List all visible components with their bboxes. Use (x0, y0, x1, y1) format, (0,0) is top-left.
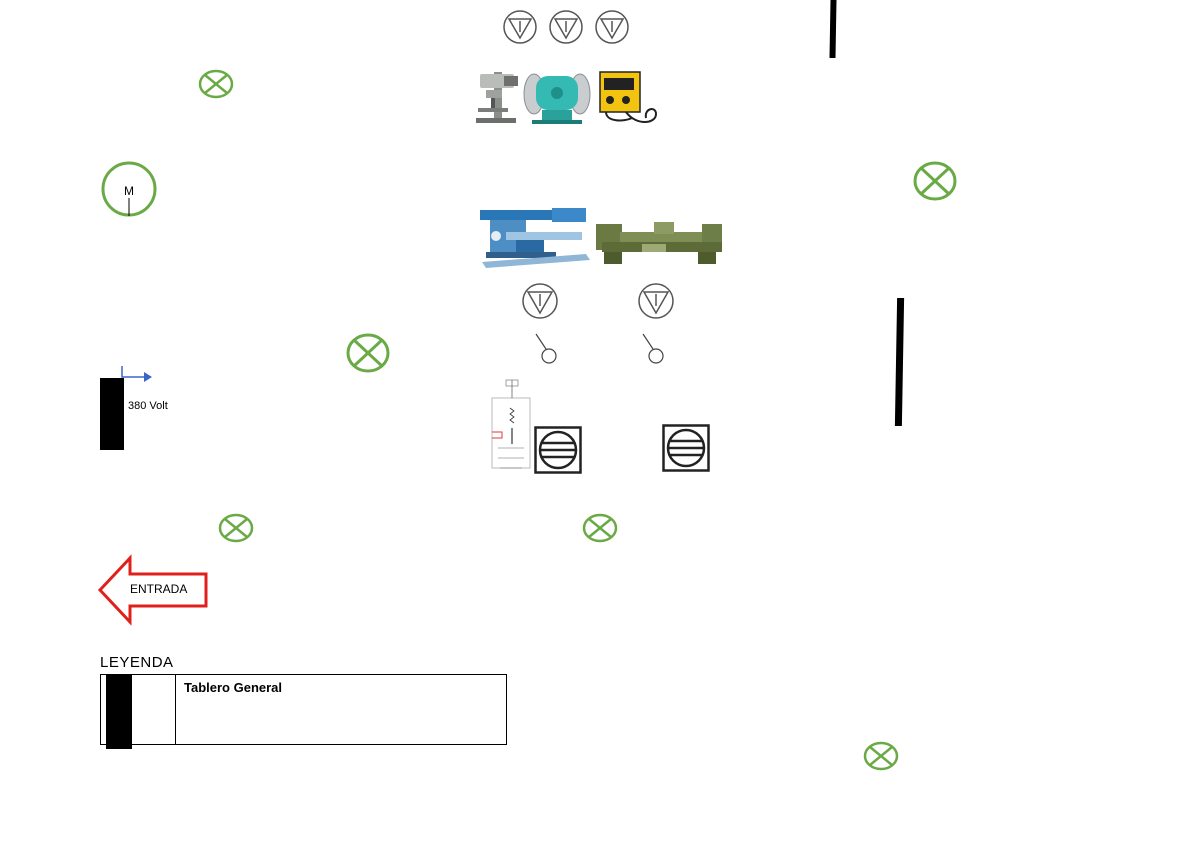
outlet-mid-2 (637, 282, 675, 320)
machine-bench-grinder (522, 66, 592, 126)
feed-arrow (120, 364, 154, 384)
wall-segment-1 (829, 0, 837, 58)
lamp-3 (345, 332, 391, 374)
power-outlet-triangle-icon (522, 283, 558, 319)
extractor-fan-2 (662, 424, 710, 472)
legend-title: LEYENDA (100, 654, 174, 671)
arrow-right-icon (121, 366, 152, 382)
extractor-fan-icon (662, 424, 710, 472)
welding-machine-icon (599, 71, 658, 123)
lamp-symbol-icon (198, 69, 234, 99)
lamp-symbol-icon (863, 741, 899, 771)
legend-table: Tablero General (100, 674, 507, 749)
lamp-1 (198, 68, 234, 100)
motor-symbol: M (100, 160, 158, 218)
light-switch-icon (535, 333, 557, 364)
wall-segment-2 (894, 298, 905, 426)
machine-drill-press (474, 68, 522, 124)
power-outlet-triangle-icon (638, 283, 674, 319)
motor-symbol-icon (101, 161, 157, 217)
milling-machine-icon (480, 208, 590, 268)
extractor-fan-1 (534, 426, 582, 474)
outlet-top-1 (503, 10, 537, 44)
main-panel (100, 378, 124, 450)
entrance-label: ENTRADA (130, 582, 188, 596)
machine-welder (596, 68, 660, 126)
panel-voltage-label: 380 Volt (126, 400, 170, 412)
lamp-4 (217, 512, 255, 544)
lamp-2 (912, 160, 958, 202)
light-switch-icon (642, 333, 664, 364)
outlet-top-2 (549, 10, 583, 44)
switch-1 (534, 332, 560, 366)
outlet-mid-1 (521, 282, 559, 320)
lamp-symbol-icon (582, 513, 618, 543)
power-outlet-triangle-icon (549, 10, 583, 44)
entrance-arrow: ENTRADA (96, 554, 212, 626)
lamp-6 (862, 740, 900, 772)
lamp-symbol-icon (346, 333, 390, 373)
machine-milling-machine (476, 206, 590, 268)
drill-press-icon (476, 72, 518, 123)
lamp-5 (581, 512, 619, 544)
extractor-fan-icon (534, 426, 582, 474)
switch-2 (641, 332, 667, 366)
power-outlet-triangle-icon (595, 10, 629, 44)
arrow-left-icon (97, 554, 208, 626)
legend-symbol-cell (101, 675, 176, 749)
legend-panel-symbol (106, 675, 132, 749)
outlet-top-3 (595, 10, 629, 44)
circuit-schematic (488, 378, 534, 472)
lathe-icon (596, 222, 722, 264)
power-outlet-triangle-icon (503, 10, 537, 44)
machine-lathe (594, 214, 726, 266)
bench-grinder-icon (523, 73, 591, 124)
circuit-schematic-icon (491, 379, 531, 469)
lamp-symbol-icon (218, 513, 254, 543)
legend-description: Tablero General (184, 680, 283, 695)
lamp-symbol-icon (913, 161, 957, 201)
legend-row-tablero-general: Tablero General (101, 675, 506, 749)
motor-label: M (124, 184, 134, 198)
